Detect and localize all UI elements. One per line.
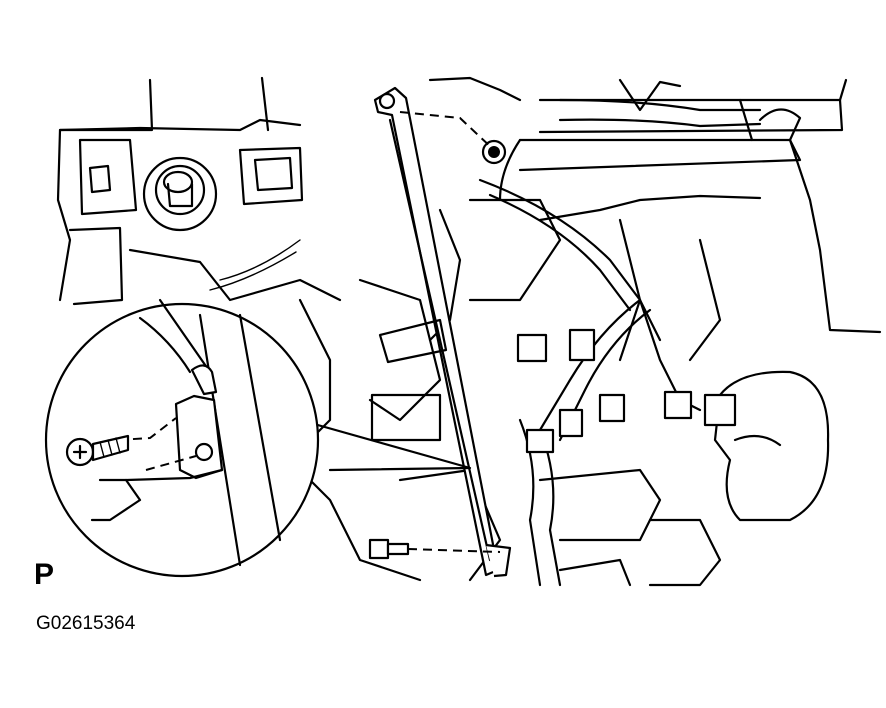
upper-nut [399, 111, 507, 165]
illustration-code: G02615364 [36, 613, 136, 634]
wire-harness [209, 98, 762, 587]
control-module [713, 370, 830, 522]
view-label: P [34, 558, 55, 591]
lower-bolt [368, 538, 501, 560]
stay-bracket [373, 86, 512, 578]
detail-callout [44, 298, 472, 578]
knob-assembly [142, 156, 218, 232]
dashboard-frame [56, 76, 882, 587]
